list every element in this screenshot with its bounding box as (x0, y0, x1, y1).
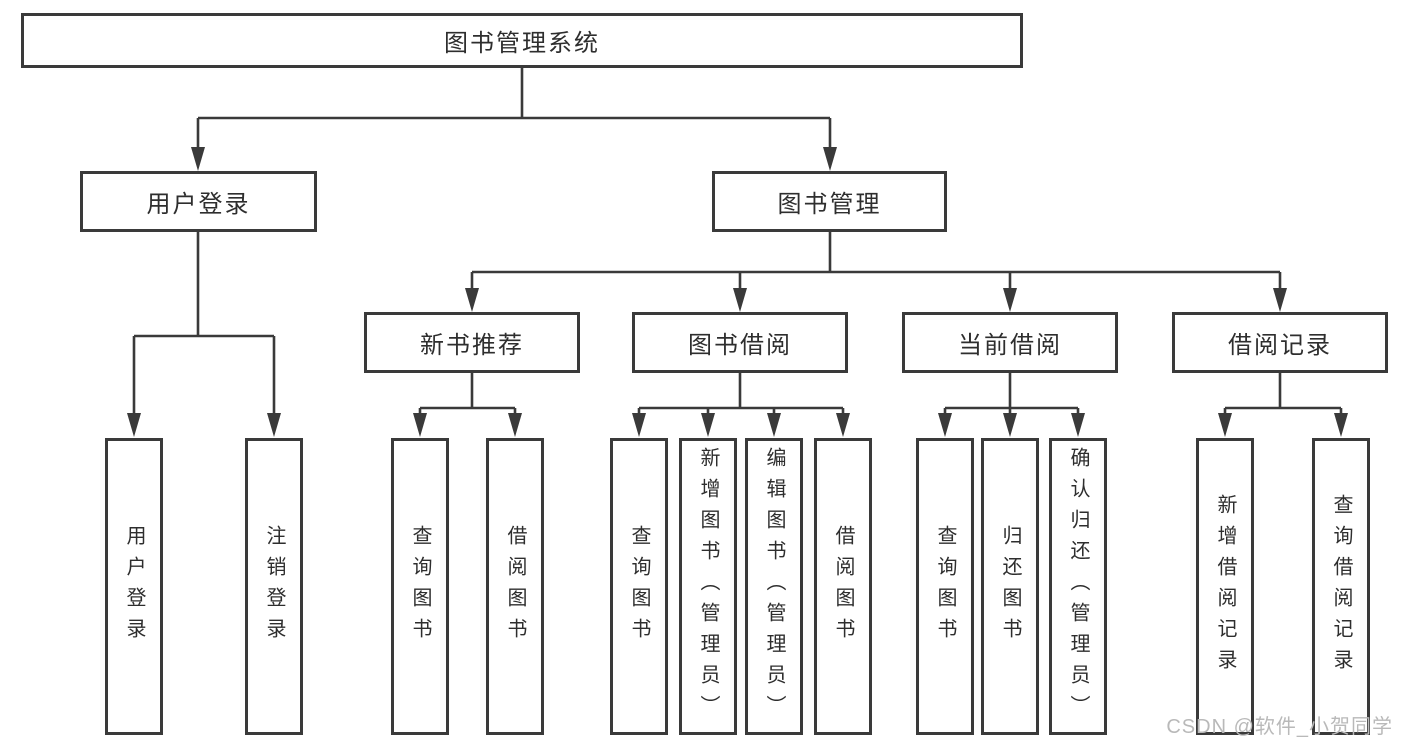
node-borrowing-records-label: 借阅记录 (1228, 332, 1332, 359)
leaf-borrow-query-books: 查询图书 (610, 438, 668, 735)
node-current-borrowing-label: 当前借阅 (958, 332, 1062, 359)
leaf-return-books-label: 归还图书 (999, 524, 1021, 649)
leaf-query-borrow-record-label: 查询借阅记录 (1330, 493, 1352, 680)
node-book-management-label: 图书管理 (777, 191, 882, 218)
leaf-newbooks-query-books: 查询图书 (391, 438, 449, 735)
leaf-add-book-admin: 新增图书（管理员） (679, 438, 737, 735)
leaf-confirm-return-admin: 确认归还（管理员） (1049, 438, 1107, 735)
node-book-management: 图书管理 (712, 171, 947, 232)
leaf-user-login-label: 用户登录 (123, 524, 145, 649)
node-new-book-recommendation: 新书推荐 (364, 312, 580, 373)
leaf-add-borrow-record-label: 新增借阅记录 (1214, 493, 1236, 680)
node-user-login: 用户登录 (80, 171, 317, 232)
leaf-query-borrow-record: 查询借阅记录 (1312, 438, 1370, 735)
leaf-edit-book-admin: 编辑图书（管理员） (745, 438, 803, 735)
leaf-confirm-return-admin-label: 确认归还（管理员） (1067, 447, 1089, 726)
leaf-add-book-admin-label: 新增图书（管理员） (697, 447, 719, 726)
node-library-system-label: 图书管理系统 (444, 30, 600, 57)
node-book-borrowing: 图书借阅 (632, 312, 848, 373)
leaf-newbooks-query-books-label: 查询图书 (409, 524, 431, 649)
node-book-borrowing-label: 图书借阅 (688, 332, 792, 359)
node-new-book-recommendation-label: 新书推荐 (420, 332, 524, 359)
leaf-borrow-borrow-books-label: 借阅图书 (832, 524, 854, 649)
node-user-login-label: 用户登录 (146, 191, 251, 218)
leaf-user-login: 用户登录 (105, 438, 163, 735)
leaf-edit-book-admin-label: 编辑图书（管理员） (763, 447, 785, 726)
leaf-borrow-borrow-books: 借阅图书 (814, 438, 872, 735)
leaf-current-query-books-label: 查询图书 (934, 524, 956, 649)
leaf-return-books: 归还图书 (981, 438, 1039, 735)
leaf-newbooks-borrow-books-label: 借阅图书 (504, 524, 526, 649)
leaf-logout-label: 注销登录 (263, 524, 285, 649)
leaf-add-borrow-record: 新增借阅记录 (1196, 438, 1254, 735)
node-current-borrowing: 当前借阅 (902, 312, 1118, 373)
leaf-current-query-books: 查询图书 (916, 438, 974, 735)
csdn-watermark: CSDN @软件_小贺同学 (1166, 716, 1393, 738)
leaf-borrow-query-books-label: 查询图书 (628, 524, 650, 649)
node-borrowing-records: 借阅记录 (1172, 312, 1388, 373)
leaf-logout: 注销登录 (245, 438, 303, 735)
leaf-newbooks-borrow-books: 借阅图书 (486, 438, 544, 735)
node-library-system: 图书管理系统 (21, 13, 1023, 68)
